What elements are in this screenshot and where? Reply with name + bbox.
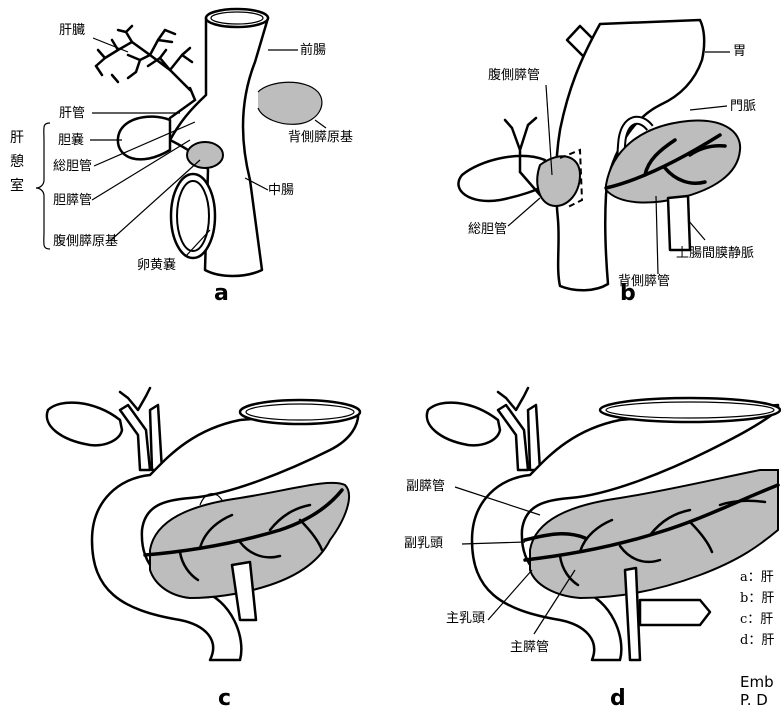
label-major-papilla: 主乳頭	[446, 611, 485, 626]
label-cystic-pancreatic-duct: 胆膵管	[53, 193, 92, 208]
panel-d-letter: d	[610, 686, 626, 711]
label-minor-papilla: 副乳頭	[404, 536, 443, 551]
label-hepatic-diverticulum: 肝憩室	[9, 126, 25, 198]
label-yolk-sac: 卵黄嚢	[137, 258, 176, 273]
label-common-bile-duct-b: 総胆管	[468, 222, 507, 237]
legend-item-c: c：肝	[740, 611, 773, 628]
legend-item-d: d：肝	[740, 632, 774, 649]
label-gallbladder: 胆嚢	[58, 133, 84, 148]
panel-b-letter: b	[620, 281, 636, 306]
label-liver: 肝臓	[59, 23, 85, 38]
legend-item-a: a：肝	[740, 569, 774, 586]
label-stomach: 胃	[733, 44, 746, 59]
label-accessory-duct: 副膵管	[406, 479, 445, 494]
legend-item-b: b：肝	[740, 590, 774, 607]
label-common-bile-duct-a: 総胆管	[53, 159, 92, 174]
source-line-1: Emb	[740, 674, 774, 691]
label-smv: 上腸間膜静脈	[676, 246, 754, 261]
label-ventral-bud: 腹側膵原基	[53, 234, 118, 249]
panel-c-drawing	[47, 388, 360, 660]
source-line-2: P. D	[740, 692, 768, 709]
label-dorsal-bud: 背側膵原基	[288, 130, 353, 145]
label-ventral-duct: 腹側膵管	[488, 68, 540, 83]
label-portal-vein: 門脈	[730, 99, 756, 114]
label-hepatic-diverticulum-text: 肝憩室	[10, 130, 24, 194]
label-hepatic-duct: 肝管	[59, 106, 85, 121]
panel-c-letter: c	[218, 686, 231, 711]
label-midgut: 中腸	[268, 183, 294, 198]
label-main-duct: 主膵管	[510, 640, 549, 655]
panel-a-letter: a	[214, 281, 229, 306]
label-foregut: 前腸	[300, 43, 326, 58]
